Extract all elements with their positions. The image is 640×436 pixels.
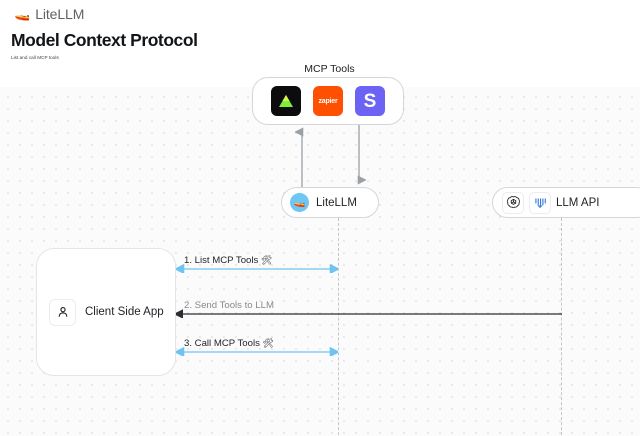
client-side-app-label: Client Side App	[85, 306, 164, 318]
message-1: 1. List MCP Tools 🛠	[176, 253, 338, 273]
litellm-avatar-icon: 🚤	[290, 193, 309, 212]
page-subtitle: List and call MCP tools	[11, 55, 59, 61]
person-icon	[49, 298, 76, 326]
page-title: Model Context Protocol	[11, 30, 198, 50]
lifeline-llm-api	[561, 218, 562, 436]
linear-triangle-icon	[279, 95, 293, 107]
zapier-wordmark: zapier	[318, 97, 338, 105]
tools-icon: 🛠	[262, 338, 275, 348]
brand-name: LiteLLM	[35, 5, 85, 22]
arrow-tools-to-litellm	[357, 125, 366, 185]
message-2: 2. Send Tools to LLM	[176, 298, 562, 318]
slack-letter: S	[363, 90, 377, 112]
node-llm-api-label: LLM API	[556, 196, 600, 209]
top-bar: 🚤 LiteLLM	[0, 0, 640, 27]
node-llm-api[interactable]: LLM API	[492, 187, 640, 218]
node-litellm-label: LiteLLM	[316, 196, 357, 209]
lifeline-litellm	[338, 218, 339, 436]
tool-icon-zapier[interactable]: zapier	[313, 86, 343, 116]
tool-icon-slack[interactable]: S	[355, 86, 385, 116]
diagram-canvas: MCP Tools zapier S 🚤 LiteLLM	[0, 27, 640, 436]
mcp-tools-group-label: MCP Tools	[304, 63, 355, 75]
mcp-tools-box[interactable]: zapier S	[252, 77, 404, 125]
message-3-label: 3. Call MCP Tools 🛠	[184, 338, 275, 349]
message-1-label: 1. List MCP Tools 🛠	[184, 255, 273, 266]
speedboat-icon: 🚤	[14, 6, 31, 21]
page-heading: Model Context Protocol List and call MCP…	[11, 30, 198, 60]
anthropic-logo-icon	[529, 191, 551, 214]
message-2-label: 2. Send Tools to LLM	[184, 300, 274, 311]
tool-icon-linear[interactable]	[271, 86, 301, 116]
brand-logo[interactable]: 🚤 LiteLLM	[14, 6, 84, 22]
tools-icon: 🛠	[260, 255, 273, 265]
node-litellm[interactable]: 🚤 LiteLLM	[281, 187, 379, 218]
message-3: 3. Call MCP Tools 🛠	[176, 336, 338, 356]
client-side-app-card[interactable]: Client Side App	[36, 248, 176, 376]
openai-logo-icon	[502, 191, 524, 214]
arrow-litellm-to-tools	[295, 127, 304, 187]
